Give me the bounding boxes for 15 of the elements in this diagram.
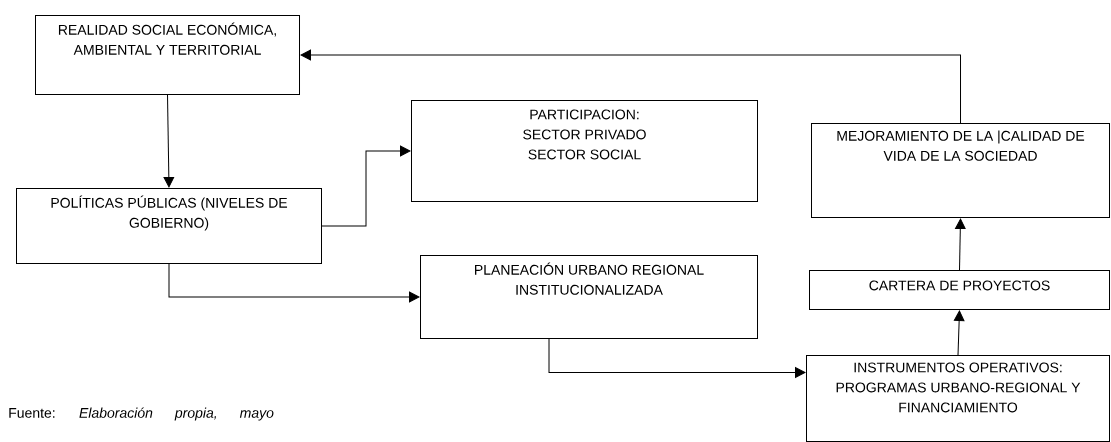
arrow xyxy=(955,218,966,271)
process-box: MEJORAMIENTO DE LA |CALIDAD DE VIDA DE LA SOCIEDAD xyxy=(811,123,1110,218)
process-box: INSTRUMENTOS OPERATIVOS: PROGRAMAS URBANO-REGIONAL Y FINANCIAMIENTO xyxy=(806,355,1110,442)
arrow xyxy=(168,263,420,303)
arrow xyxy=(548,338,806,378)
arrow xyxy=(300,49,961,124)
arrow xyxy=(321,145,411,227)
process-box: REALIDAD SOCIAL ECONÓMICA, AMBIENTAL Y TERRITORIAL xyxy=(35,15,300,95)
process-box: PLANEACIÓN URBANO REGIONAL INSTITUCIONALIZADA xyxy=(420,255,758,339)
process-box: POLÍTICAS PÚBLICAS (NIVELES DE GOBIERNO) xyxy=(16,188,322,264)
arrow xyxy=(163,94,175,188)
process-box: PARTICIPACION: SECTOR PRIVADO SECTOR SOCIAL xyxy=(411,100,758,202)
process-box: CARTERA DE PROYECTOS xyxy=(809,270,1110,310)
arrow xyxy=(953,310,965,356)
source-note: Fuente: Elaboración propia, mayo xyxy=(9,407,274,421)
